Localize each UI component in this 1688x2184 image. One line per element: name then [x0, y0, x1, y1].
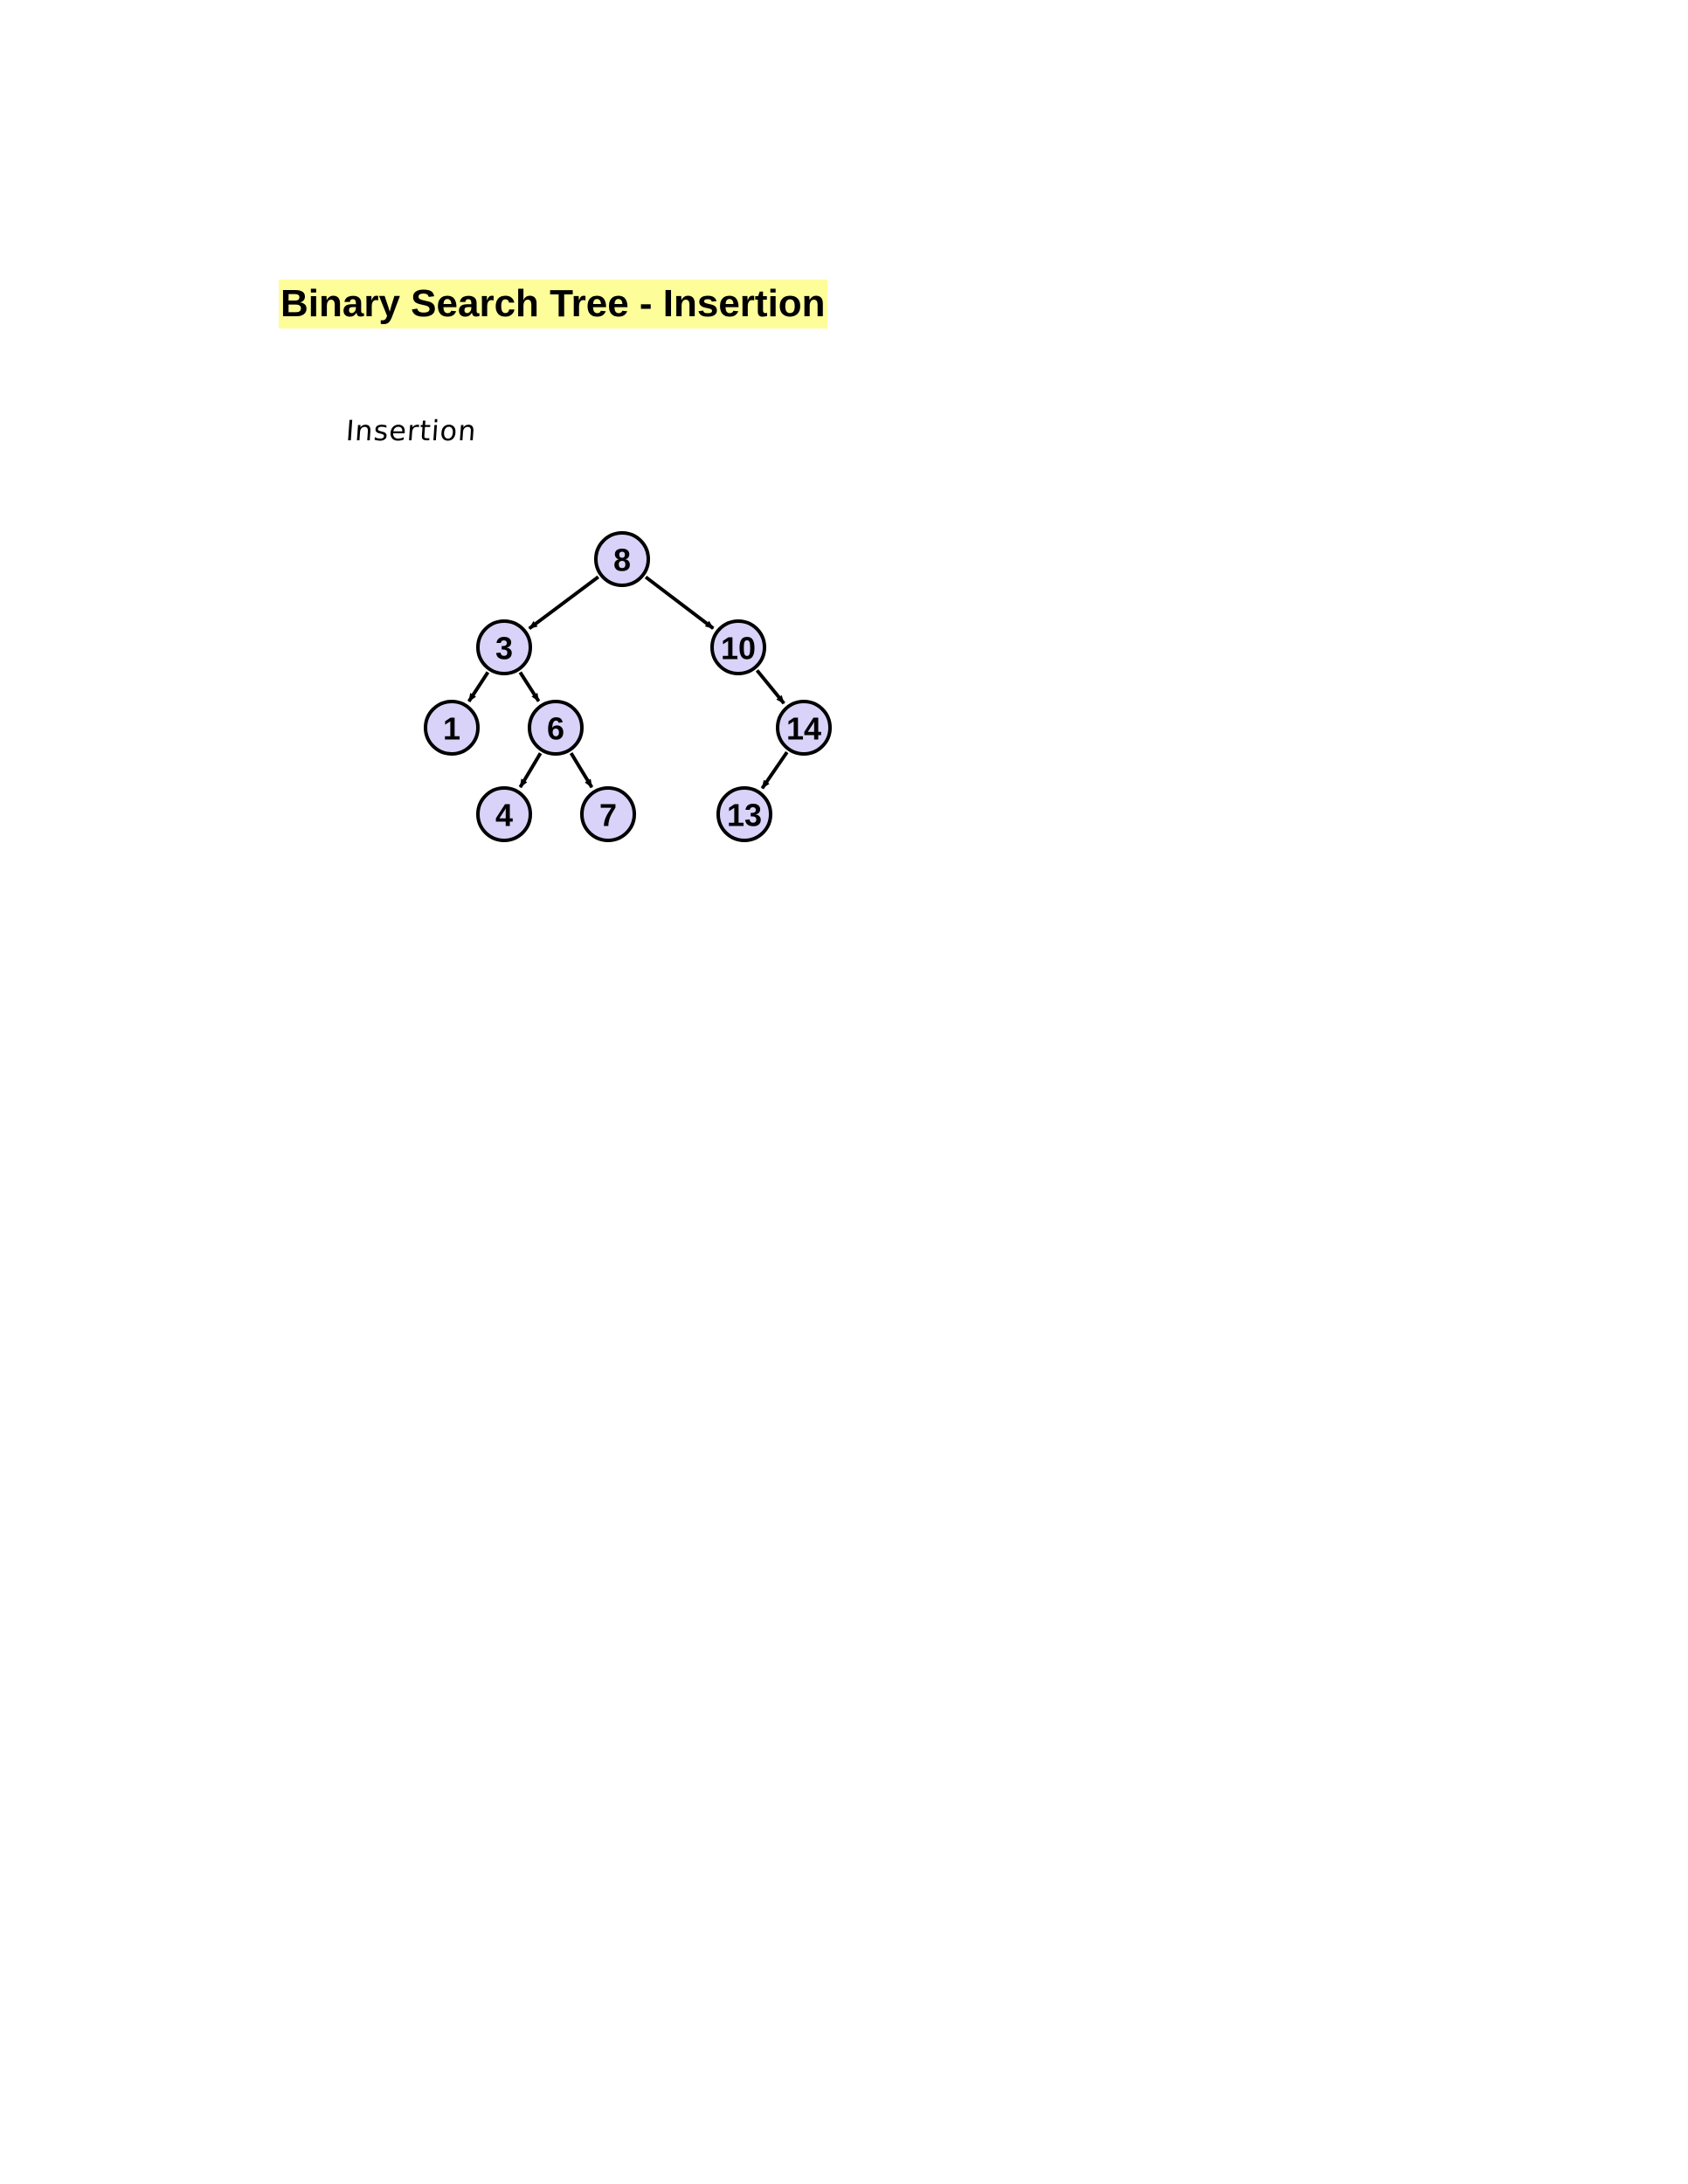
tree-node-4: 4 [476, 786, 532, 842]
node-circle [424, 700, 480, 756]
node-circle [580, 786, 636, 842]
node-circle [528, 700, 584, 756]
edge-arrow-n14-n13 [760, 750, 789, 790]
node-label: 8 [613, 543, 631, 578]
tree-node-13: 13 [716, 786, 772, 842]
node-label: 4 [495, 798, 513, 833]
node-label: 3 [495, 631, 513, 667]
tree-node-7: 7 [580, 786, 636, 842]
node-label: 1 [443, 711, 460, 747]
edge-arrow-n6-n4 [518, 752, 543, 789]
node-circle [476, 619, 532, 675]
node-label: 10 [721, 631, 756, 667]
tree-node-14: 14 [776, 700, 832, 756]
node-label: 13 [727, 798, 762, 833]
page-title: Binary Search Tree - Insertion [279, 280, 827, 328]
tree-node-3: 3 [476, 619, 532, 675]
edge-arrow-n6-n7 [569, 752, 594, 789]
tree-node-8: 8 [594, 531, 650, 587]
node-circle [776, 700, 832, 756]
edge-arrow-n3-n6 [518, 671, 541, 702]
edge-arrow-n8-n10 [644, 575, 715, 630]
edge-arrow-n8-n3 [528, 575, 599, 631]
node-circle [594, 531, 650, 587]
tree-node-1: 1 [424, 700, 480, 756]
node-circle [716, 786, 772, 842]
node-circle [476, 786, 532, 842]
node-label: 6 [547, 711, 564, 747]
tree-node-6: 6 [528, 700, 584, 756]
tree-edges [467, 575, 789, 790]
tree-node-10: 10 [710, 619, 766, 675]
node-label: 7 [599, 798, 617, 833]
edge-arrow-n3-n1 [467, 671, 490, 702]
node-circle [710, 619, 766, 675]
edge-arrow-n10-n14 [755, 669, 785, 705]
tree-nodes: 8 3 10 1 6 14 4 7 13 [424, 531, 832, 842]
node-label: 14 [786, 711, 821, 747]
